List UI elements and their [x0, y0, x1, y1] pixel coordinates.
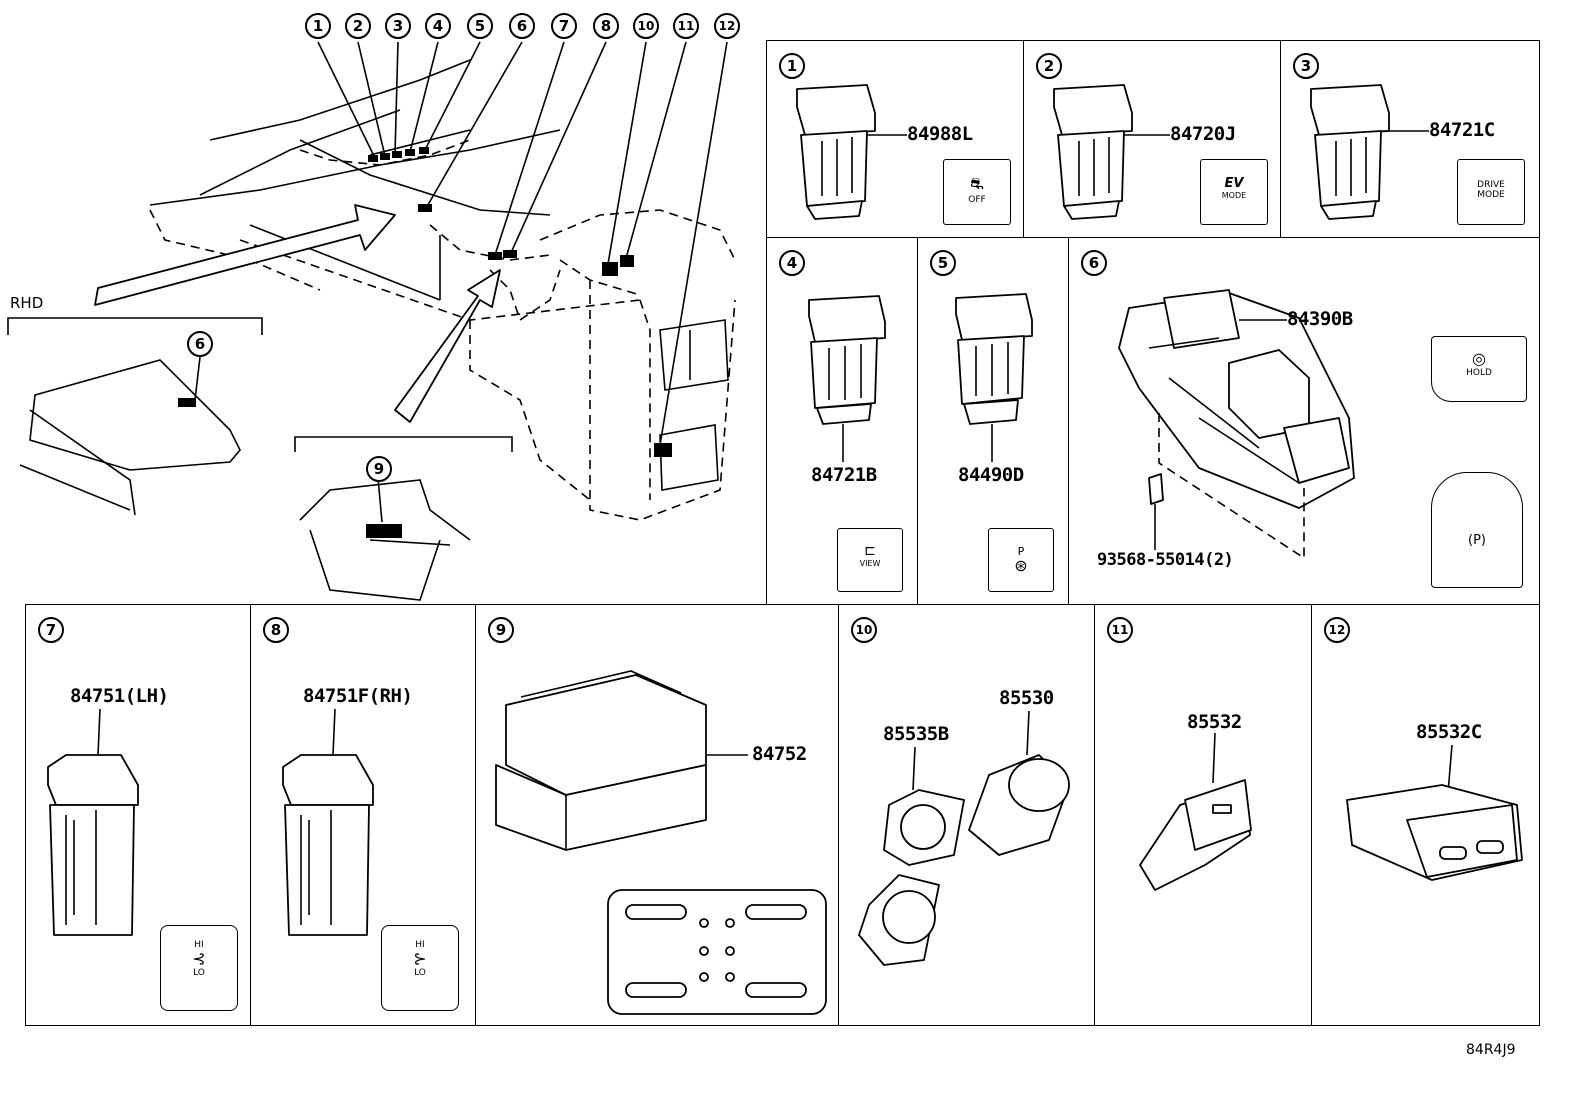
callout-1: 1: [305, 13, 331, 39]
icon-label-mode: MODE: [1221, 191, 1247, 200]
parking-assist-icon: P ⊛: [988, 528, 1054, 592]
switch-84988L-drawing: [796, 84, 876, 220]
heater-switch-lh-drawing: [47, 708, 139, 936]
ev-mode-icon: EV MODE: [1200, 159, 1268, 225]
brake-hold-icon: ◎ HOLD: [1431, 336, 1527, 402]
cell-3-number: 3: [1293, 53, 1319, 79]
switch-84721B-drawing: [808, 295, 886, 462]
icon-label-lo-lh: LO: [193, 968, 205, 978]
callout-6: 6: [509, 13, 535, 39]
icon-label-hold: HOLD: [1466, 368, 1492, 378]
icon-label-drive-mode: MODE: [1477, 190, 1505, 200]
part-number-85532C: 85532C: [1416, 721, 1482, 743]
traction-off-icon: ⛐ OFF: [943, 159, 1011, 225]
part-number-84751-lh: 84751(LH): [70, 685, 169, 707]
icon-label-drive: DRIVE: [1477, 180, 1505, 190]
cell-3: 3 84721C DRIVE MODE: [1280, 40, 1540, 238]
part-number-84988L: 84988L: [907, 123, 973, 145]
icon-label-p: P: [1017, 545, 1025, 558]
callout-8: 8: [593, 13, 619, 39]
cell-9: 9 84752: [475, 604, 839, 1026]
part-number-85535B: 85535B: [883, 723, 949, 745]
rhd-label: RHD: [10, 294, 44, 312]
power-outlet-drawing: [858, 710, 1070, 966]
part-number-85530: 85530: [999, 687, 1054, 709]
part-number-84390B: 84390B: [1287, 308, 1353, 330]
icon-label-park: (P): [1468, 533, 1486, 548]
part-number-84490D: 84490D: [958, 464, 1024, 486]
cell-6-number: 6: [1081, 250, 1107, 276]
rear-heater-switch-drawing: [495, 670, 827, 1015]
drive-mode-icon: DRIVE MODE: [1457, 159, 1525, 225]
part-number-84721B: 84721B: [811, 464, 877, 486]
cell-11: 11 85532: [1094, 604, 1312, 1026]
cell-5: 5 84490D P ⊛: [917, 237, 1069, 605]
switch-84721C-drawing: [1310, 84, 1429, 220]
usb-port-drawing: [1139, 732, 1252, 891]
icon-label-lo-rh: LO: [414, 968, 426, 978]
diagram-code: 84R4J9: [1466, 1042, 1516, 1058]
callout-4: 4: [425, 13, 451, 39]
icon-label-ev: EV: [1224, 176, 1244, 191]
part-number-93568-55014: 93568-55014(2): [1097, 550, 1234, 570]
seat-heater-rh-icon: HI ⊱ LO: [381, 925, 459, 1011]
cell-5-number: 5: [930, 250, 956, 276]
cell-7: 7 84751(LH) HI ⊰ LO: [25, 604, 251, 1026]
switch-84390B-drawing: [1118, 289, 1355, 560]
cell-2: 2 84720J EV MODE: [1023, 40, 1281, 238]
cell-6: 6 84390B 93568-55014(2) ◎ HOLD (P): [1068, 237, 1540, 605]
cell-1-number: 1: [779, 53, 805, 79]
leader-84988L: [867, 134, 907, 136]
cell-10-number: 10: [851, 617, 877, 643]
seat-heater-lh-icon: HI ⊰ LO: [160, 925, 238, 1011]
cell-7-number: 7: [38, 617, 64, 643]
cell-12-number: 12: [1324, 617, 1350, 643]
detail-callout-9: 9: [366, 456, 392, 482]
part-number-84721C: 84721C: [1429, 119, 1495, 141]
callout-3: 3: [385, 13, 411, 39]
rhd-callout-6: 6: [187, 331, 213, 357]
icon-label-off: OFF: [968, 195, 986, 205]
part-number-84751F-rh: 84751F(RH): [303, 685, 413, 707]
switch-84720J-drawing: [1053, 84, 1170, 220]
cell-4-number: 4: [779, 250, 805, 276]
icon-label-hi-rh: HI: [415, 940, 425, 950]
dual-usb-port-drawing: [1346, 744, 1523, 881]
callout-11: 11: [673, 13, 699, 39]
cell-10: 10 85535B 85530: [838, 604, 1095, 1026]
heater-switch-rh-drawing: [282, 708, 374, 936]
cell-2-number: 2: [1036, 53, 1062, 79]
callout-2: 2: [345, 13, 371, 39]
part-number-84752: 84752: [752, 743, 807, 765]
camera-view-icon: ⊏ VIEW: [837, 528, 903, 592]
cell-12: 12 85532C: [1311, 604, 1540, 1026]
part-number-85532: 85532: [1187, 711, 1242, 733]
callout-10: 10: [633, 13, 659, 39]
callout-5: 5: [467, 13, 493, 39]
cell-9-number: 9: [488, 617, 514, 643]
cell-4: 4 84721B ⊏ VIEW: [766, 237, 918, 605]
cell-11-number: 11: [1107, 617, 1133, 643]
icon-label-view: VIEW: [859, 559, 881, 568]
switch-84490D-drawing: [955, 293, 1033, 462]
cell-8-number: 8: [263, 617, 289, 643]
cell-8: 8 84751F(RH) HI ⊱ LO: [250, 604, 476, 1026]
icon-label-hi-lh: HI: [194, 940, 204, 950]
part-number-84720J: 84720J: [1170, 123, 1236, 145]
parking-brake-icon: (P): [1431, 472, 1523, 588]
cell-1: 1 84988L ⛐ OFF: [766, 40, 1024, 238]
callout-12: 12: [714, 13, 740, 39]
callout-7: 7: [551, 13, 577, 39]
